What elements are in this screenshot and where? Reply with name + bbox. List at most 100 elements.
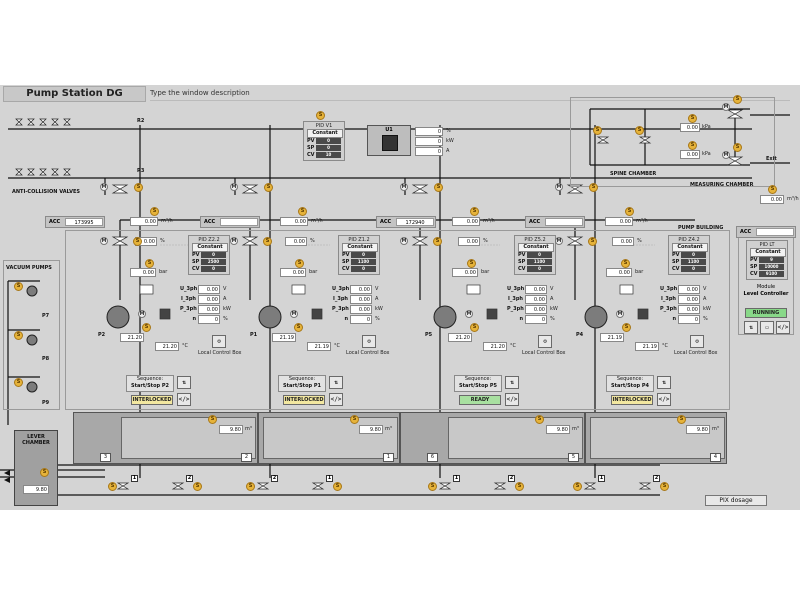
s-badge-icon[interactable]: S [589,183,598,192]
acc-2[interactable]: ACC [200,216,260,228]
s-badge-icon[interactable]: S [768,185,777,194]
s-badge-icon[interactable]: S [246,482,255,491]
s-badge-icon[interactable]: S [145,259,154,268]
s-badge-icon[interactable]: S [688,114,697,123]
s-badge-icon[interactable]: S [688,141,697,150]
s-badge-icon[interactable]: S [14,282,23,291]
gear-icon[interactable]: ⚙ [212,335,226,348]
s-badge-icon[interactable]: S [467,259,476,268]
code-icon[interactable]: </> [177,393,191,406]
gear-icon[interactable]: ⚙ [362,335,376,348]
m-motor-icon[interactable]: M [400,183,408,191]
m-motor-icon[interactable]: M [138,310,146,318]
m-motor-icon[interactable]: M [290,310,298,318]
s-badge-icon[interactable]: S [588,237,597,246]
m-motor-icon[interactable]: M [100,183,108,191]
s-badge-icon[interactable]: S [14,378,23,387]
module-code-button[interactable]: </> [776,321,790,334]
m-motor-icon[interactable]: M [465,310,473,318]
m-motor-icon[interactable]: M [616,310,624,318]
s-badge-icon[interactable]: S [295,259,304,268]
sequence-p5[interactable]: Sequence:Start/Stop P5 [454,375,502,392]
module-window-button[interactable]: ▭ [760,321,774,334]
s-badge-icon[interactable]: S [535,415,544,424]
s-badge-icon[interactable]: S [635,126,644,135]
m-motor-icon[interactable]: M [555,183,563,191]
s-badge-icon[interactable]: S [434,183,443,192]
s-badge-icon[interactable]: S [108,482,117,491]
s-badge-icon[interactable]: S [134,183,143,192]
tank-inner [121,417,256,459]
sequence-p1[interactable]: Sequence:Start/Stop P1 [278,375,326,392]
s-badge-icon[interactable]: S [142,323,151,332]
s-badge-icon[interactable]: S [150,207,159,216]
s-badge-icon[interactable]: S [470,323,479,332]
m-motor-icon[interactable]: M [230,183,238,191]
m-motor-icon[interactable]: M [555,237,563,245]
s-badge-icon[interactable]: S [593,126,602,135]
s-badge-icon[interactable]: S [263,237,272,246]
s-badge-icon[interactable]: S [733,143,742,152]
s-badge-icon[interactable]: S [294,323,303,332]
acc-4[interactable]: ACC [525,216,585,228]
s-badge-icon[interactable]: S [14,331,23,340]
s-badge-icon[interactable]: S [193,482,202,491]
m-motor-icon[interactable]: M [400,237,408,245]
m-motor-icon[interactable]: M [722,151,730,159]
s-badge-icon[interactable]: S [733,95,742,104]
pix-dosage-button[interactable]: PIX dosage [705,495,767,506]
gear-icon[interactable]: ⚙ [538,335,552,348]
s-badge-icon[interactable]: S [470,207,479,216]
s-badge-icon[interactable]: S [428,482,437,491]
s-badge-icon[interactable]: S [573,482,582,491]
code-icon[interactable]: </> [329,393,343,406]
sequence-p2[interactable]: Sequence:Start/Stop P2 [126,375,174,392]
u1-drive[interactable]: U1 [367,125,411,156]
code-icon[interactable]: </> [505,393,519,406]
m-motor-icon[interactable]: M [100,237,108,245]
s-badge-icon[interactable]: S [133,237,142,246]
status-badge-p1: INTERLOCKED [283,395,325,405]
m-motor-icon[interactable]: M [722,103,730,111]
gear-icon[interactable]: ⚙ [690,335,704,348]
s-badge-icon[interactable]: S [264,183,273,192]
s-badge-icon[interactable]: S [660,482,669,491]
s-badge-icon[interactable]: S [677,415,686,424]
sequence-p4[interactable]: Sequence:Start/Stop P4 [606,375,654,392]
m-motor-icon[interactable]: M [230,237,238,245]
s-badge-icon[interactable]: S [316,111,325,120]
valve-number-3: 2 [271,475,278,482]
s-badge-icon[interactable]: S [621,259,630,268]
sequence-icon[interactable]: ⇅ [177,376,191,389]
sequence-icon[interactable]: ⇅ [329,376,343,389]
acc-5[interactable]: ACC [736,226,796,238]
s-badge-icon[interactable]: S [350,415,359,424]
code-icon[interactable]: </> [657,393,671,406]
local-control-box-p5[interactable]: Local Control Box [522,350,566,356]
pid-title: PID Z1.2 [348,237,370,243]
s-badge-icon[interactable]: S [208,415,217,424]
s-badge-icon[interactable]: S [40,468,49,477]
s-badge-icon[interactable]: S [298,207,307,216]
sequence-icon[interactable]: ⇅ [505,376,519,389]
acc-label: ACC [380,219,392,225]
s-badge-icon[interactable]: S [625,207,634,216]
s-badge-icon[interactable]: S [515,482,524,491]
module-sequence-button[interactable]: ⇅ [744,321,758,334]
u-unit-p1: V [375,286,379,292]
s-badge-icon[interactable]: S [622,323,631,332]
local-control-box-p4[interactable]: Local Control Box [674,350,718,356]
s-badge-icon[interactable]: S [333,482,342,491]
sequence-icon[interactable]: ⇅ [657,376,671,389]
s-badge-icon[interactable]: S [433,237,442,246]
local-control-box-p1[interactable]: Local Control Box [346,350,390,356]
local-control-box-p2[interactable]: Local Control Box [198,350,242,356]
